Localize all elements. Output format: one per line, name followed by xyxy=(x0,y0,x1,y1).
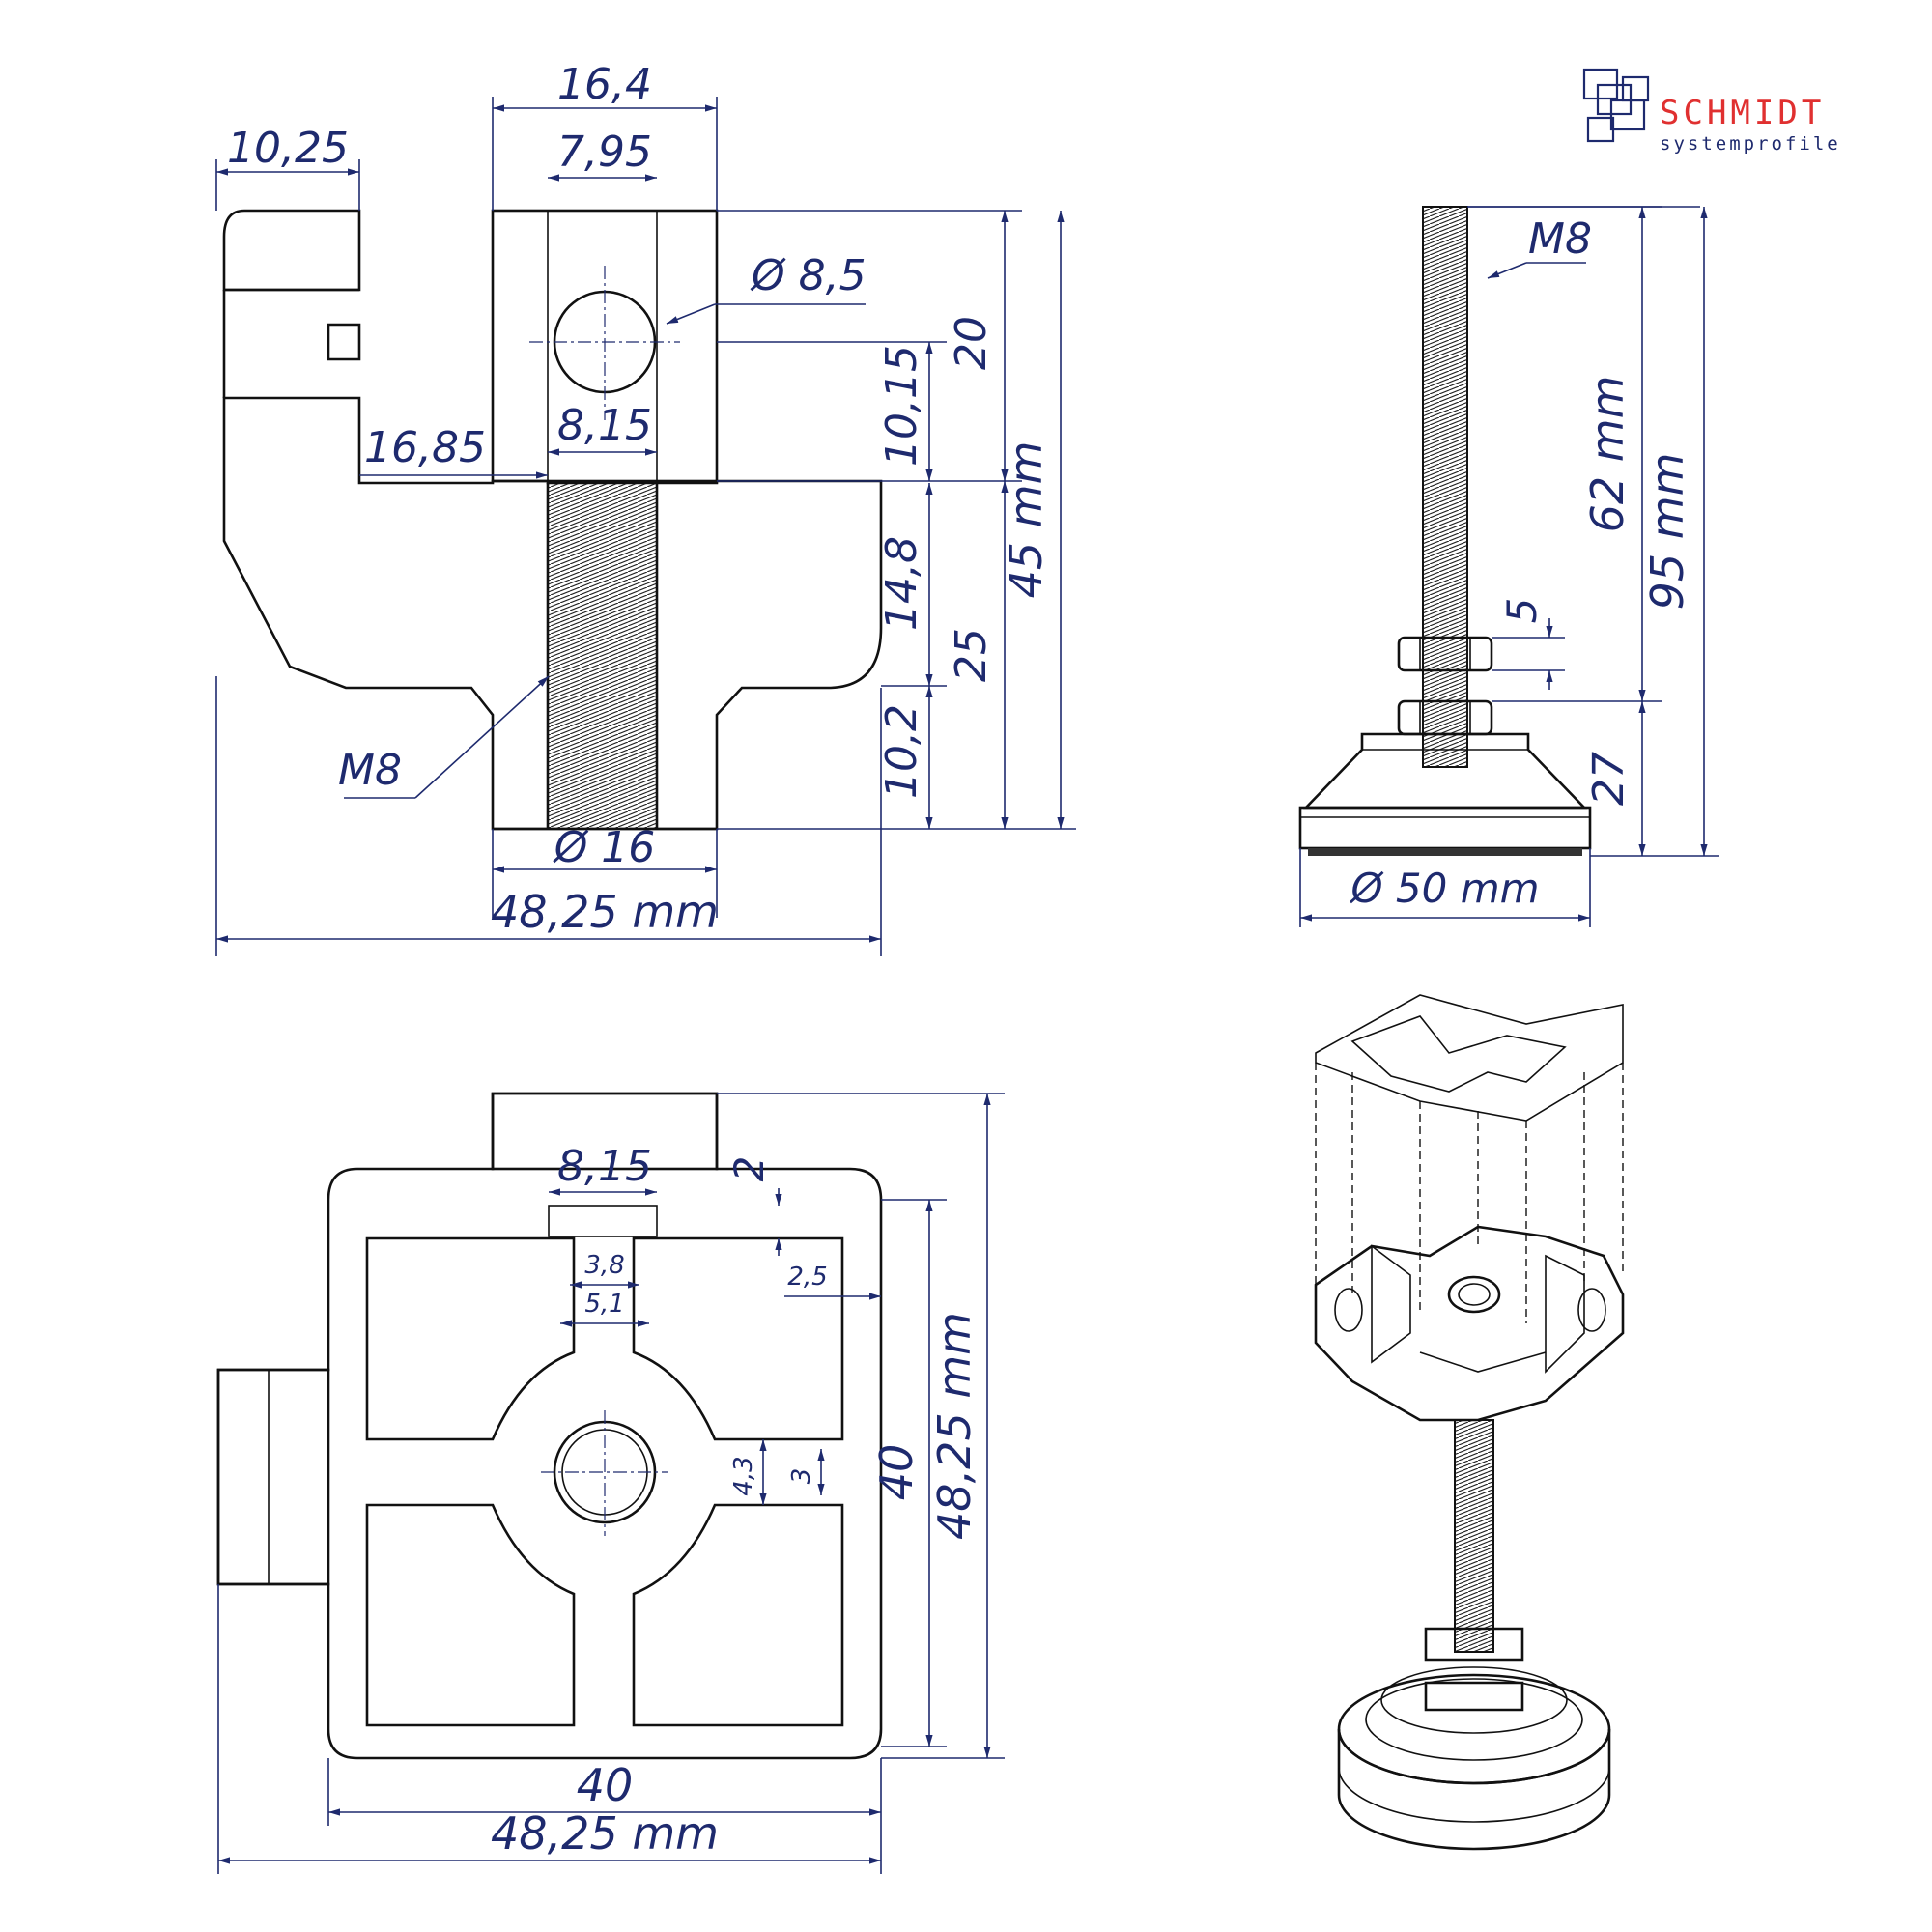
dim-total-height: 95 mm xyxy=(1641,453,1693,611)
dim-outer-height: 48,25 mm xyxy=(928,1312,980,1540)
top-view-tab xyxy=(491,1092,719,1171)
dim-pad-diameter: Ø 50 mm xyxy=(1349,865,1539,912)
logo-mark-icon xyxy=(1582,68,1650,143)
iso-connector xyxy=(1314,1225,1625,1422)
dim-overall-height: 45 mm xyxy=(1000,441,1052,599)
logo: SCHMIDT systemprofile xyxy=(1582,68,1841,155)
dim-wall: 2,5 xyxy=(787,1263,827,1292)
dim-tab-height: 2 xyxy=(725,1156,773,1182)
dim-nut-height: 5 xyxy=(1498,598,1546,624)
dim-foot-thread: M8 xyxy=(1528,214,1592,264)
foot-threaded-rod xyxy=(1422,206,1468,768)
top-view-side-tab xyxy=(216,1368,330,1586)
iso-nut-upper xyxy=(1424,1627,1524,1662)
iso-center-hole xyxy=(1447,1275,1501,1314)
dim-step-width: 16,85 xyxy=(364,423,486,472)
top-view: 8,15 2 3,8 5,1 2,5 4,3 3 40 48,25 mm 40 … xyxy=(216,1092,1005,1874)
iso-profile xyxy=(1315,994,1624,1323)
iso-nut-lower xyxy=(1424,1681,1524,1712)
dim-hole-diameter: Ø 8,5 xyxy=(750,251,867,300)
dim-neck-width: 8,15 xyxy=(557,401,652,450)
section-view: 16,4 7,95 10,25 Ø 8,5 20 10,15 45 mm 8,1… xyxy=(215,60,1076,956)
dim-top-width: 16,4 xyxy=(557,60,652,109)
pocket-top-left xyxy=(365,1236,576,1441)
logo-name: SCHMIDT xyxy=(1660,94,1825,132)
dim-inner-width: 40 xyxy=(577,1759,634,1811)
foot-nut-upper xyxy=(1397,636,1493,672)
dim-hole-center-height: 10,15 xyxy=(877,345,926,467)
section-flange-upper xyxy=(222,209,361,292)
dim-inner-height: 40 xyxy=(870,1444,923,1501)
iso-view xyxy=(1314,994,1625,1851)
dim-base-diameter: Ø 16 xyxy=(553,823,656,872)
pocket-bottom-right xyxy=(632,1503,844,1727)
dim-base-height: 27 xyxy=(1584,752,1634,806)
pocket-bottom-left xyxy=(365,1503,576,1727)
dim-rib-a: 3,8 xyxy=(584,1251,624,1280)
dim-outer-width: 48,25 mm xyxy=(491,1807,719,1860)
dim-rib-d: 3 xyxy=(787,1468,816,1485)
section-thread xyxy=(547,482,658,830)
dim-bore-width: 7,95 xyxy=(557,128,652,177)
pocket-top-right xyxy=(632,1236,844,1441)
top-view-outline xyxy=(216,1092,883,1760)
iso-pad-body xyxy=(1337,1728,1611,1851)
dim-flange-width: 10,25 xyxy=(227,124,349,173)
dim-slot-width: 8,15 xyxy=(557,1142,652,1191)
iso-threaded-rod xyxy=(1454,1419,1494,1653)
dim-rib-b: 5,1 xyxy=(584,1290,624,1319)
dim-thread-length: 62 mm xyxy=(1581,376,1634,533)
dim-slot-height: 20 xyxy=(947,316,996,370)
dim-body-height: 14,8 xyxy=(877,536,926,631)
dim-rib-c: 4,3 xyxy=(729,1456,758,1495)
foot-pad xyxy=(1298,806,1592,850)
section-top-block xyxy=(491,209,719,483)
dim-thread-section: M8 xyxy=(338,746,402,795)
dim-lower-height: 25 xyxy=(947,628,996,682)
dim-overall-width: 48,25 mm xyxy=(491,886,719,938)
foot-view: M8 62 mm 95 mm 5 27 Ø 50 mm xyxy=(1298,206,1719,927)
dim-base-height: 10,2 xyxy=(877,704,926,799)
logo-subtitle: systemprofile xyxy=(1660,133,1841,155)
